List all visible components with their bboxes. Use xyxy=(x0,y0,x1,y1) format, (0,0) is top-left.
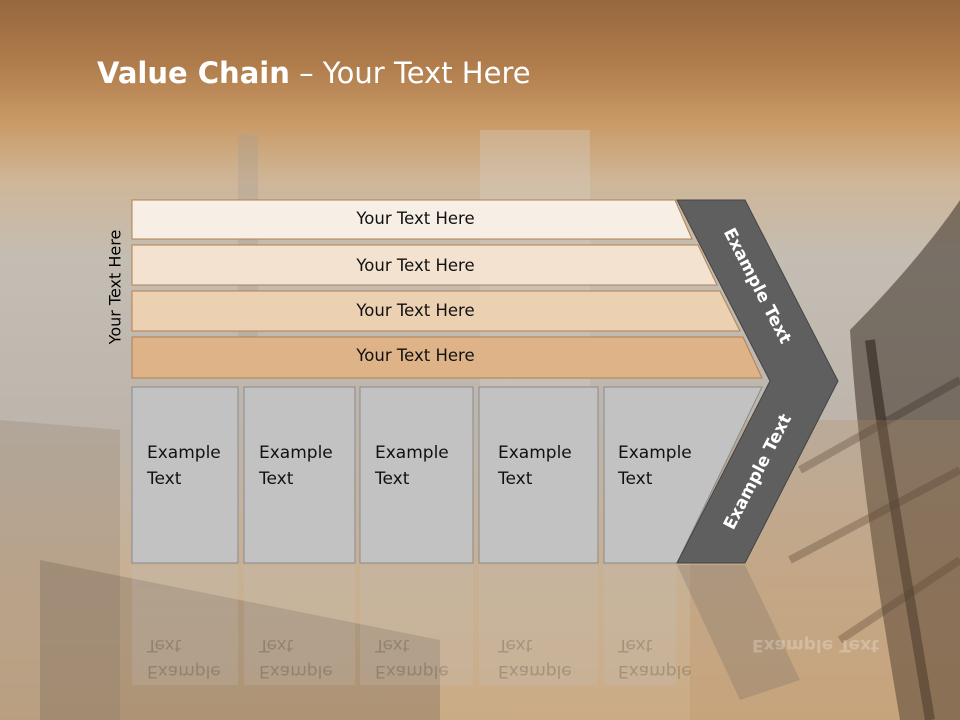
box-2-line2: Text xyxy=(259,469,294,489)
title-bold: Value Chain xyxy=(97,56,290,90)
box-4-reflection: Example Text xyxy=(498,632,572,684)
title-rest: – Your Text Here xyxy=(289,56,531,90)
box-1-reflection: Example Text xyxy=(147,632,221,684)
box-4-reflection-line2: Text xyxy=(498,635,533,655)
band-1 xyxy=(131,199,693,240)
slide-title: Value Chain – Your Text Here xyxy=(97,56,531,90)
box-3-reflection-line1: Example xyxy=(375,661,449,681)
box-2-reflection-line1: Example xyxy=(259,661,333,681)
chevron-arrow xyxy=(676,199,839,564)
box-4-line2: Text xyxy=(498,469,533,489)
box-3-line2: Text xyxy=(375,469,410,489)
box-1-line2: Text xyxy=(147,469,182,489)
box-1-reflection-line2: Text xyxy=(147,635,182,655)
box-5-reflection-line2: Text xyxy=(618,635,653,655)
box-3-reflection: Example Text xyxy=(375,632,449,684)
box-2 xyxy=(243,386,356,564)
box-2-reflection: Example Text xyxy=(259,632,333,684)
box-5-line2: Text xyxy=(618,469,653,489)
box-3 xyxy=(359,386,474,564)
band-2 xyxy=(131,244,718,286)
box-5-line1: Example xyxy=(618,443,692,463)
box-1-line1: Example xyxy=(147,443,221,463)
chevron-reflection-text: Example Text xyxy=(752,635,880,655)
band-1-label: Your Text Here xyxy=(356,209,475,228)
box-4-reflection-line1: Example xyxy=(498,661,572,681)
reflection xyxy=(132,565,800,700)
box-5-reflection: Example Text xyxy=(618,632,692,684)
band-4-label: Your Text Here xyxy=(356,346,475,365)
band-3 xyxy=(131,290,741,332)
box-2-line1: Example xyxy=(259,443,333,463)
box-4 xyxy=(478,386,599,564)
band-2-label: Your Text Here xyxy=(356,256,475,275)
band-4 xyxy=(131,336,763,379)
box-1-reflection-line1: Example xyxy=(147,661,221,681)
box-4-line1: Example xyxy=(498,443,572,463)
band-3-label: Your Text Here xyxy=(356,301,475,320)
box-5-reflection-line1: Example xyxy=(618,661,692,681)
box-2-reflection-line2: Text xyxy=(259,635,294,655)
box-1 xyxy=(131,386,239,564)
box-3-line1: Example xyxy=(375,443,449,463)
box-3-reflection-line2: Text xyxy=(375,635,410,655)
